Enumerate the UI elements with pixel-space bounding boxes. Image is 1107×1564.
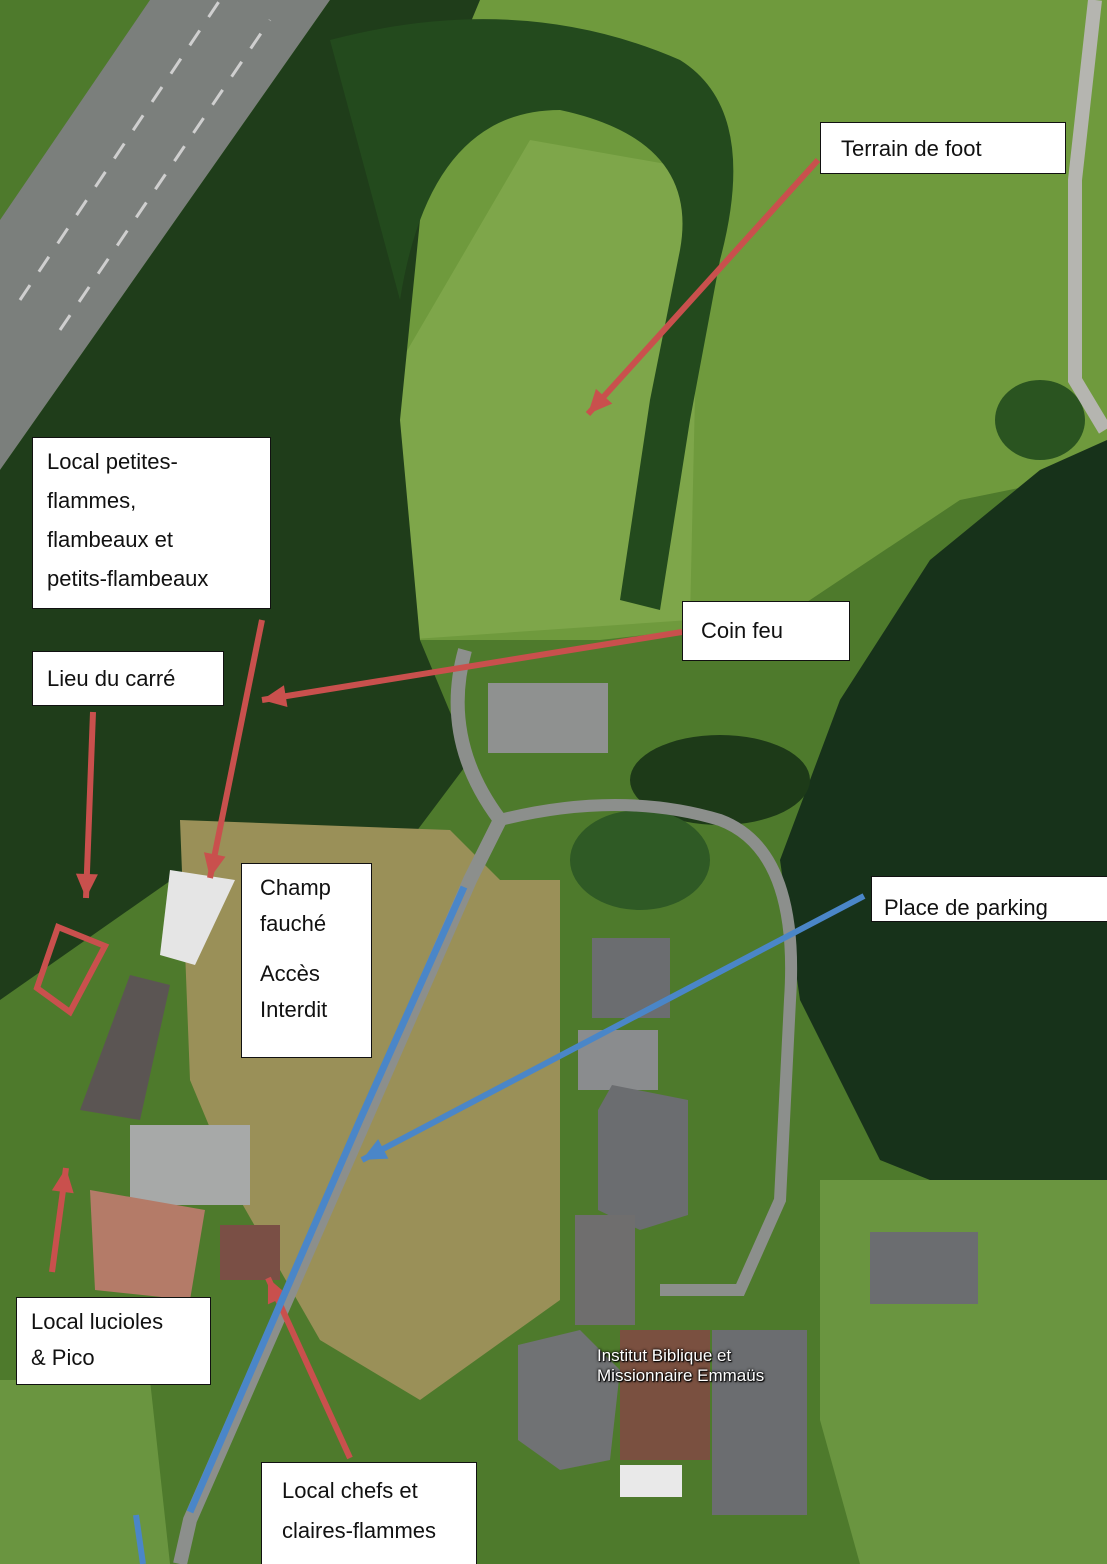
acces-interdit-line: Accès xyxy=(260,961,320,986)
label-local-chefs: Local chefs et claires-flammes xyxy=(261,1462,477,1564)
map-place-label: Institut Biblique et Missionnaire Emmaüs xyxy=(597,1346,764,1386)
building-institute-6 xyxy=(620,1330,710,1460)
road-loop xyxy=(498,799,798,1296)
tree-cluster xyxy=(570,810,710,910)
forest-right xyxy=(780,440,1107,1200)
arrow-local-petites-flammes-head xyxy=(203,852,226,878)
arrow-coin-feu-shaft xyxy=(261,629,683,703)
building-farmyard xyxy=(130,1125,250,1205)
arrow-lieu-du-carre-head xyxy=(75,873,98,898)
building-institute-4 xyxy=(575,1215,635,1325)
arrow-terrain-de-foot-head xyxy=(588,388,613,414)
building-farm xyxy=(80,975,170,1120)
label-local-petites-flammes: Local petites- flammes, flambeaux et pet… xyxy=(32,437,271,609)
acces-interdit-line: Interdit xyxy=(260,997,328,1022)
building-tent xyxy=(620,1465,682,1497)
label-local-lucioles: Local lucioles & Pico xyxy=(16,1297,211,1385)
arrow-place-de-parking-head xyxy=(362,1139,389,1160)
arrow-lieu-du-carre-shaft xyxy=(83,711,96,899)
label-lieu-du-carre: Lieu du carré xyxy=(32,651,224,706)
highway-lane-line xyxy=(18,0,222,301)
label-champ-fauche: Champ fauché Accès Interdit xyxy=(241,863,372,1058)
arrow-local-lucioles-head xyxy=(51,1168,74,1194)
tree-cluster xyxy=(630,735,810,825)
label-coin-feu: Coin feu xyxy=(682,601,850,661)
football-field xyxy=(390,140,700,640)
arrow-local-chefs-head xyxy=(267,1278,288,1305)
arrow-place-de-parking-shaft xyxy=(360,893,866,1163)
champ-fauche-line: Champ xyxy=(260,875,331,900)
forest-arc xyxy=(330,19,734,610)
coin-feu-text: Coin feu xyxy=(701,618,783,643)
highway-lane-line xyxy=(58,19,272,331)
meadow-bottom-left xyxy=(0,1380,170,1564)
local-petites-flammes-line: flambeaux et xyxy=(47,527,173,552)
label-terrain-de-foot: Terrain de foot xyxy=(820,122,1066,174)
arrow-terrain-de-foot-shaft xyxy=(585,157,821,417)
local-petites-flammes-line: flammes, xyxy=(47,488,137,513)
parking-line-stub xyxy=(133,1514,146,1564)
arrow-local-petites-flammes-shaft xyxy=(207,619,265,879)
road-main xyxy=(173,648,509,1564)
arrow-coin-feu-head xyxy=(262,685,288,708)
label-place-de-parking: Place de parking xyxy=(871,876,1107,922)
map-place-label-line: Institut Biblique et xyxy=(597,1346,732,1365)
terrain-de-foot-text: Terrain de foot xyxy=(841,136,982,161)
sports-court xyxy=(488,683,608,753)
carre-outline xyxy=(33,923,110,1017)
local-petites-flammes-line: Local petites- xyxy=(47,449,178,474)
champ-fauche-line: fauché xyxy=(260,911,327,936)
building-chefs xyxy=(220,1225,280,1280)
building-institute-7 xyxy=(712,1330,807,1515)
local-lucioles-line: & Pico xyxy=(31,1345,95,1370)
blue-lines xyxy=(133,885,866,1564)
place-de-parking-text: Place de parking xyxy=(884,895,1048,920)
local-chefs-line: Local chefs et xyxy=(282,1478,418,1503)
local-lucioles-line: Local lucioles xyxy=(31,1309,164,1334)
lieu-du-carre-text: Lieu du carré xyxy=(47,666,176,691)
map-place-label-line: Missionnaire Emmaüs xyxy=(597,1366,765,1385)
local-chefs-line: claires-flammes xyxy=(282,1518,437,1543)
tree-cluster xyxy=(995,380,1085,460)
building-barn xyxy=(160,870,235,965)
road-top-right xyxy=(1068,0,1107,434)
building-institute-3 xyxy=(598,1085,688,1230)
building-east xyxy=(870,1232,978,1304)
local-petites-flammes-line: petits-flambeaux xyxy=(47,566,209,591)
building-red-roof xyxy=(90,1190,205,1300)
building-institute-5 xyxy=(518,1330,620,1470)
parking-line xyxy=(186,885,468,1514)
